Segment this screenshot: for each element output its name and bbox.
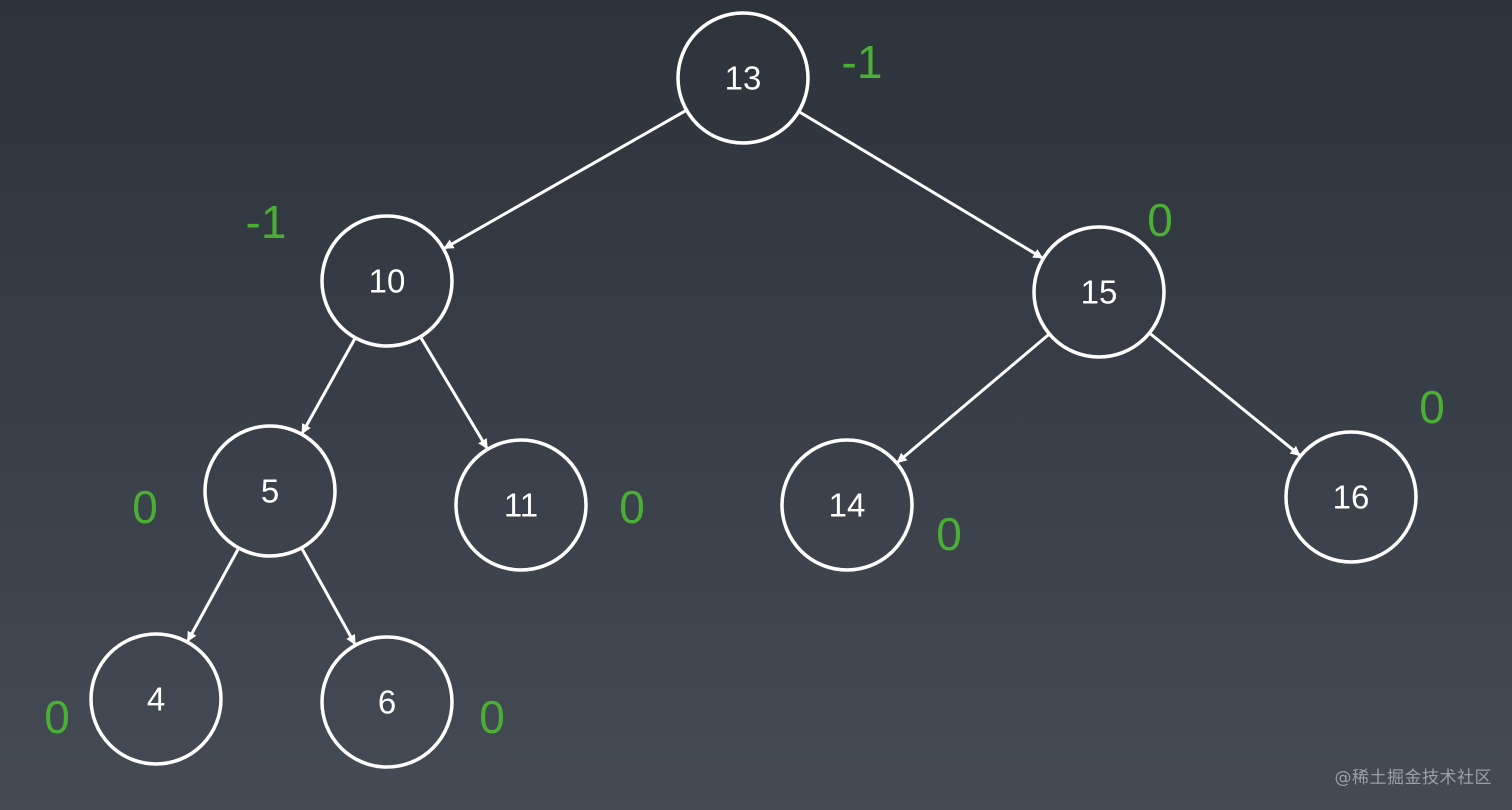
edge-arrow-13-to-15 <box>797 110 1044 260</box>
tree-node-11: 11 <box>454 438 588 572</box>
tree-node-16: 16 <box>1284 430 1418 564</box>
node-value-label: 4 <box>147 681 165 718</box>
balance-factor-15: 0 <box>1147 194 1173 246</box>
node-circle <box>676 11 810 145</box>
edge-arrow-5-to-4 <box>186 547 241 642</box>
balance-factor-10: -1 <box>246 196 287 248</box>
edge-arrow-15-to-16 <box>1148 331 1301 457</box>
node-circle <box>454 438 588 572</box>
balance-factor-14: 0 <box>936 508 962 560</box>
node-value-label: 15 <box>1081 274 1118 311</box>
edge-arrow-5-to-6 <box>300 547 357 646</box>
node-circle <box>203 424 337 558</box>
watermark-text: @稀土掘金技术社区 <box>1334 768 1492 788</box>
nodes-layer: 13 10 15 5 11 14 16 4 6 <box>89 11 1418 769</box>
node-value-label: 11 <box>504 487 538 524</box>
balance-factor-4: 0 <box>44 691 70 743</box>
node-circle <box>320 214 454 348</box>
tree-node-14: 14 <box>780 438 914 572</box>
tree-node-4: 4 <box>89 632 223 766</box>
tree-node-6: 6 <box>320 635 454 769</box>
edge-arrow-13-to-10 <box>443 108 688 250</box>
node-circle <box>89 632 223 766</box>
balance-factors-layer: -1 -1 0 0 0 0 0 0 0 <box>44 36 1445 743</box>
node-circle <box>1284 430 1418 564</box>
tree-node-13: 13 <box>676 11 810 145</box>
tree-node-5: 5 <box>203 424 337 558</box>
node-value-label: 10 <box>369 263 406 300</box>
node-circle <box>320 635 454 769</box>
node-value-label: 16 <box>1333 479 1370 516</box>
balance-factor-11: 0 <box>619 481 645 533</box>
balance-factor-16: 0 <box>1419 381 1445 433</box>
tree-node-10: 10 <box>320 214 454 348</box>
edges-layer <box>186 108 1301 646</box>
edge-arrow-15-to-14 <box>896 332 1051 464</box>
node-circle <box>780 438 914 572</box>
balance-factor-6: 0 <box>479 691 505 743</box>
node-value-label: 14 <box>829 487 866 524</box>
balance-factor-13: -1 <box>842 36 883 88</box>
edge-arrow-10-to-11 <box>419 336 489 450</box>
node-value-label: 6 <box>378 684 396 721</box>
edge-arrow-10-to-5 <box>300 337 357 435</box>
node-value-label: 5 <box>261 473 279 510</box>
node-circle <box>1032 225 1166 359</box>
node-value-label: 13 <box>725 60 762 97</box>
balance-factor-5: 0 <box>132 481 158 533</box>
tree-node-15: 15 <box>1032 225 1166 359</box>
